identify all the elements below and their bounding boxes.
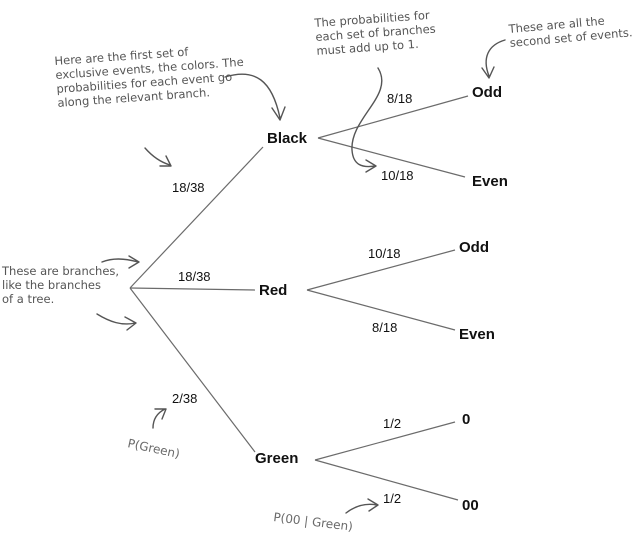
node-red-even: Even — [459, 326, 495, 343]
p-green-label: P(Green) — [126, 436, 181, 461]
prob-red-even: 8/18 — [372, 320, 397, 335]
node-black-odd: Odd — [472, 84, 502, 101]
arrow-to-black — [224, 73, 286, 121]
prob-red-odd: 10/18 — [368, 246, 401, 261]
arrow-to-green-prob — [152, 408, 167, 429]
arrow-to-second-events — [481, 39, 506, 79]
prob-green-0: 1/2 — [383, 416, 401, 431]
arrow-to-first-branch — [144, 147, 172, 167]
arrow-to-branch-upper — [101, 255, 140, 269]
branch-green — [129, 287, 256, 453]
arrow-sum-to-one — [351, 67, 383, 173]
node-red: Red — [259, 282, 287, 299]
branch-red-even — [306, 289, 456, 331]
node-green-00: 00 — [462, 497, 479, 514]
prob-black: 18/38 — [172, 180, 205, 195]
arrow-to-green-00-prob — [345, 498, 379, 514]
branch-green-0 — [314, 421, 456, 461]
prob-green: 2/38 — [172, 391, 197, 406]
prob-black-odd: 8/18 — [387, 91, 412, 106]
annotation-sum-to-one: The probabilities for each set of branch… — [314, 7, 437, 58]
node-green: Green — [255, 450, 298, 467]
node-black-even: Even — [472, 173, 508, 190]
branch-black-even — [317, 137, 466, 178]
annotation-branches: These are branches, like the branches of… — [2, 264, 120, 306]
prob-red: 18/38 — [178, 269, 211, 284]
node-black: Black — [267, 130, 308, 147]
branch-red — [129, 287, 256, 291]
node-red-odd: Odd — [459, 239, 489, 256]
branch-black — [129, 146, 264, 289]
branch-red-odd — [306, 249, 456, 291]
prob-green-00: 1/2 — [383, 491, 401, 506]
p-00-given-green-label: P(00 | Green) — [273, 510, 354, 534]
arrow-to-branch-lower — [96, 313, 137, 331]
branch-black-odd — [317, 95, 469, 139]
branch-green-00 — [314, 459, 459, 501]
prob-black-even: 10/18 — [381, 168, 414, 183]
node-green-0: 0 — [462, 411, 470, 428]
